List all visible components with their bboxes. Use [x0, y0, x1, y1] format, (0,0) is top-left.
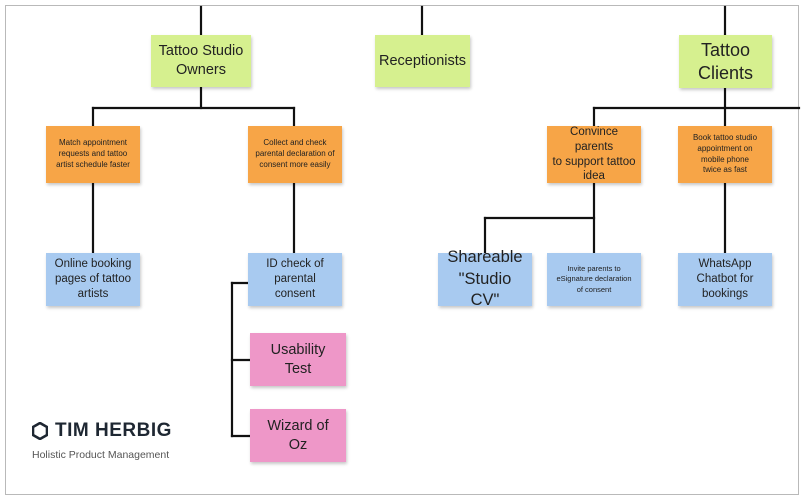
- brand-block: TIM HERBIG Holistic Product Management: [32, 420, 172, 461]
- invite-parents-note[interactable]: Invite parents to eSignature declaration…: [547, 253, 641, 306]
- convince-parents-note[interactable]: Convince parents to support tattoo idea: [547, 126, 641, 183]
- id-check-note[interactable]: ID check of parental consent: [248, 253, 342, 306]
- hexagon-icon: [32, 422, 48, 440]
- usability-test-note[interactable]: Usability Test: [250, 333, 346, 386]
- whatsapp-chatbot-note[interactable]: WhatsApp Chatbot for bookings: [678, 253, 772, 306]
- brand-tagline: Holistic Product Management: [32, 449, 170, 461]
- online-booking-pages-note[interactable]: Online booking pages of tattoo artists: [46, 253, 140, 306]
- brand-name: TIM HERBIG: [55, 420, 172, 441]
- wizard-of-oz-note[interactable]: Wizard of Oz: [250, 409, 346, 462]
- shareable-studio-cv-note[interactable]: Shareable "Studio CV": [438, 248, 532, 309]
- collect-check-consent-note[interactable]: Collect and check parental declaration o…: [248, 126, 342, 183]
- book-mobile-note[interactable]: Book tattoo studio appointment on mobile…: [678, 126, 772, 183]
- match-appointment-note[interactable]: Match appointment requests and tattoo ar…: [46, 126, 140, 183]
- tattoo-clients-note[interactable]: Tattoo Clients: [679, 35, 772, 88]
- tattoo-studio-owners-note[interactable]: Tattoo Studio Owners: [151, 35, 251, 87]
- receptionists-note[interactable]: Receptionists: [375, 35, 470, 87]
